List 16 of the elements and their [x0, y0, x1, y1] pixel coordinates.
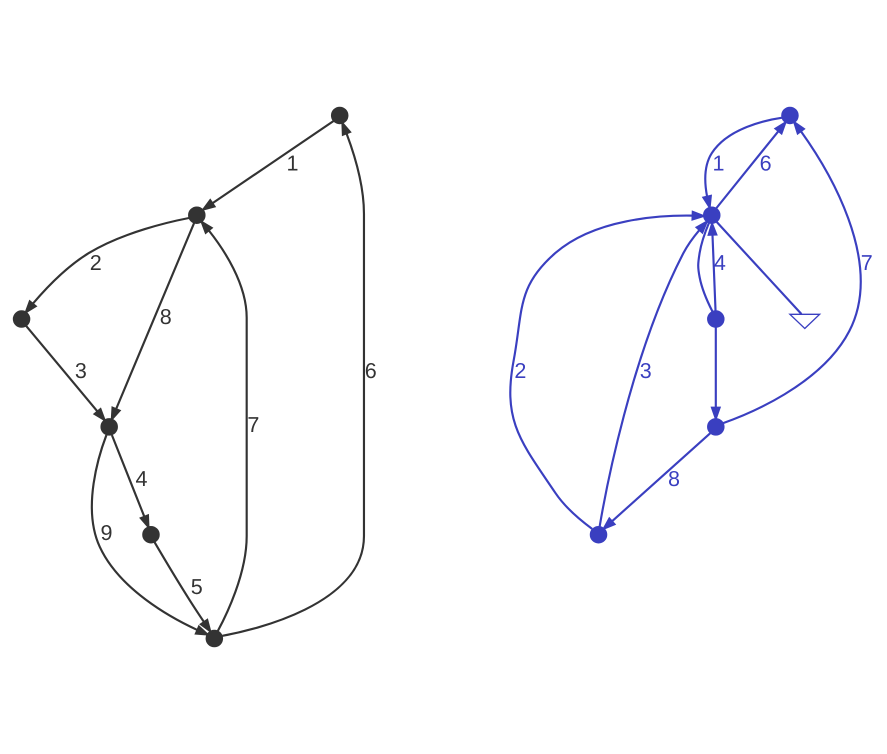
edge-label: 2: [514, 358, 526, 384]
edge-label: 2: [90, 250, 102, 276]
edge-label: 1: [286, 150, 299, 176]
edge-label: 4: [136, 466, 148, 491]
edge-label: 1: [712, 150, 724, 176]
edge-label: 4: [714, 250, 726, 276]
edge-label: 3: [74, 358, 87, 384]
edge-label: 6: [364, 358, 377, 384]
edge-label: 5: [190, 574, 203, 599]
edge-label: 7: [247, 412, 260, 437]
edge-label: 8: [668, 466, 680, 491]
edge-label: 8: [160, 304, 172, 330]
edge-label: 6: [760, 150, 772, 176]
edge-label: 9: [100, 520, 112, 545]
edge-label: 3: [640, 358, 652, 384]
edge-label: 7: [860, 250, 873, 276]
